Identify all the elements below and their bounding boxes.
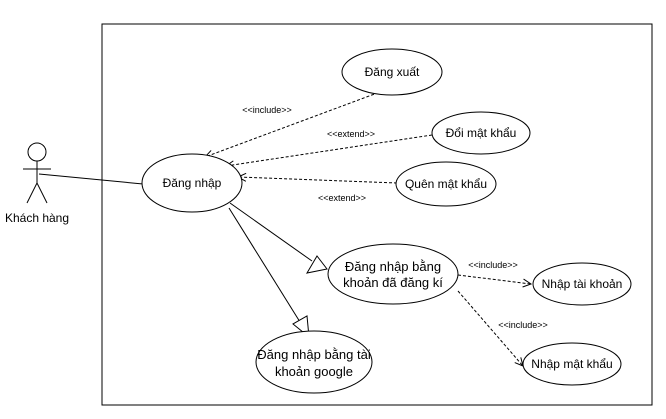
usecase-dang-nhap-tai-khoan-label-line2: khoản đã đăng kí (343, 275, 443, 290)
actor-label: Khách hàng (5, 211, 69, 225)
system-boundary (101, 23, 653, 406)
usecase-doi-mat-khau-label: Đổi mật khẩu (446, 126, 517, 140)
usecase-dang-nhap-google-label-line2: khoản google (275, 364, 353, 379)
usecase-dang-nhap[interactable]: Đăng nhập (141, 153, 243, 213)
actor-khach-hang[interactable]: Khách hàng (5, 142, 69, 225)
usecase-dang-xuat-shape (341, 48, 443, 96)
usecase-dang-nhap-google[interactable]: Đăng nhập bằng tài khoản google (255, 330, 373, 394)
label-extend-forgot-password: <<extend>> (318, 193, 366, 203)
usecase-nhap-tai-khoan[interactable]: Nhập tài khoản (532, 262, 632, 306)
actor-head (27, 142, 47, 162)
usecase-quen-mat-khau[interactable]: Quên mật khẩu (395, 161, 497, 207)
usecase-dang-nhap-google-label-line1: Đăng nhập bằng tài (257, 347, 371, 362)
label-include-logout: <<include>> (242, 105, 292, 115)
usecase-quen-mat-khau-label: Quên mật khẩu (405, 177, 487, 191)
usecase-nhap-tai-khoan-shape (532, 262, 632, 306)
usecase-nhap-tai-khoan-label: Nhập tài khoản (542, 277, 623, 291)
generalization-line-account (229, 202, 313, 262)
association-actor-login (38, 173, 144, 185)
usecase-nhap-mat-khau[interactable]: Nhập mật khẩu (522, 342, 622, 386)
include-arrow-nhap-tai-khoan (457, 274, 531, 284)
usecase-dang-nhap-label: Đăng nhập (163, 176, 222, 190)
usecase-dang-nhap-tai-khoan-shape (327, 243, 459, 305)
usecase-nhap-mat-khau-label: Nhập mật khẩu (531, 357, 612, 371)
usecase-dang-nhap-google-shape (255, 330, 373, 394)
label-include-account: <<include>> (468, 260, 518, 270)
generalization-line-google (228, 207, 301, 323)
extend-arrow-forgot-password (238, 177, 398, 184)
actor-leg-left (26, 182, 38, 204)
usecase-doi-mat-khau[interactable]: Đổi mật khẩu (431, 111, 531, 155)
usecase-dang-xuat-label: Đăng xuất (365, 65, 420, 79)
usecase-nhap-mat-khau-shape (522, 342, 622, 386)
usecase-quen-mat-khau-shape (395, 161, 497, 207)
usecase-doi-mat-khau-shape (431, 111, 531, 155)
usecase-dang-nhap-shape (141, 153, 243, 213)
label-extend-change-password: <<extend>> (327, 129, 375, 139)
generalization-head-account (306, 255, 328, 274)
include-arrow-logout (205, 88, 389, 157)
usecase-dang-xuat[interactable]: Đăng xuất (341, 48, 443, 96)
include-arrow-nhap-mat-khau (457, 290, 523, 366)
usecase-dang-nhap-tai-khoan-label-line1: Đăng nhập bằng (345, 259, 441, 274)
extend-arrow-change-password (226, 134, 433, 166)
usecase-dang-nhap-tai-khoan[interactable]: Đăng nhập bằng khoản đã đăng kí (327, 243, 459, 305)
label-include-password: <<include>> (498, 320, 548, 330)
actor-leg-right (36, 182, 48, 204)
